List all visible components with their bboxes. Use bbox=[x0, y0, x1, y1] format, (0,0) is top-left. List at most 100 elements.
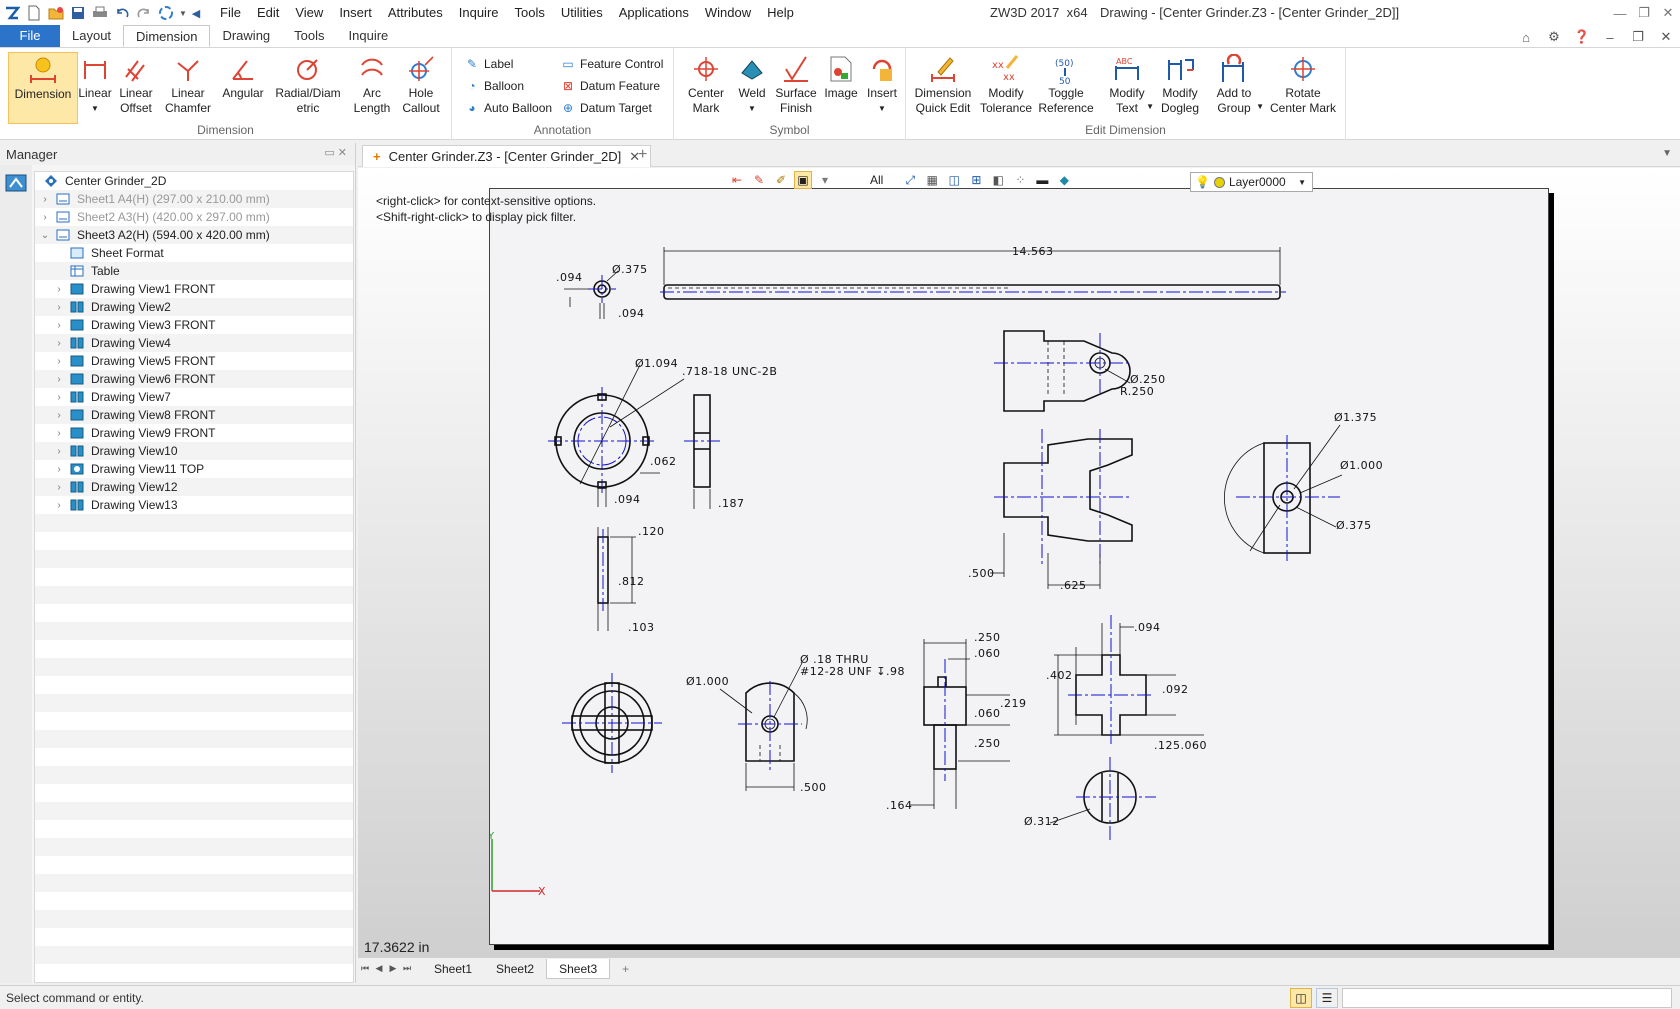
linear-offset-button[interactable]: Linear Offset bbox=[116, 52, 156, 116]
maximize-button[interactable]: ❐ bbox=[1638, 5, 1650, 20]
menu-applications[interactable]: Applications bbox=[618, 5, 689, 20]
drawing-sheet[interactable]: .g { stroke:#111; stroke-width:1.6; fill… bbox=[489, 188, 1549, 945]
menu-edit[interactable]: Edit bbox=[256, 5, 280, 20]
dim-164[interactable]: .164 bbox=[886, 799, 913, 812]
expand-arrow-icon[interactable]: › bbox=[57, 481, 61, 493]
yoke-top-view[interactable]: Ø.250 R.250 bbox=[994, 330, 1166, 412]
dim-812[interactable]: .812 bbox=[618, 575, 645, 588]
dim-dia-375[interactable]: Ø.375 bbox=[612, 263, 648, 276]
dim-625[interactable]: .625 bbox=[1060, 579, 1087, 592]
tree-item[interactable]: ›Sheet1 A4(H) (297.00 x 210.00 mm) bbox=[35, 190, 353, 208]
add-sheet-icon[interactable]: + bbox=[622, 961, 630, 976]
dim-094-cross[interactable]: .094 bbox=[1134, 621, 1161, 634]
dim-14563[interactable]: 14.563 bbox=[1012, 245, 1054, 258]
app-logo-icon[interactable] bbox=[2, 3, 22, 23]
dim-500-yoke[interactable]: .500 bbox=[968, 567, 995, 580]
dim-thru-hole[interactable]: Ø .18 THRU bbox=[800, 653, 869, 666]
assembly-manager-icon[interactable] bbox=[4, 171, 28, 195]
pick-filter-value[interactable]: All bbox=[870, 173, 884, 187]
dim-219[interactable]: .219 bbox=[1000, 697, 1027, 710]
tree-item[interactable]: ›Drawing View13 bbox=[35, 496, 353, 514]
collapse-arrow-icon[interactable]: ⌄ bbox=[40, 229, 50, 241]
key-view[interactable]: .120 .812 .103 bbox=[597, 525, 665, 634]
print-icon[interactable] bbox=[90, 3, 110, 23]
dim-r250[interactable]: R.250 bbox=[1120, 385, 1154, 398]
label-button[interactable]: ✎Label bbox=[464, 54, 513, 74]
arc-length-button[interactable]: Arc Length bbox=[350, 52, 394, 116]
tree-item[interactable]: ›Drawing View2 bbox=[35, 298, 353, 316]
minimize-button[interactable]: — bbox=[1613, 5, 1627, 21]
tree-item[interactable]: ›Drawing View10 bbox=[35, 442, 353, 460]
undo-icon[interactable] bbox=[112, 3, 132, 23]
collapse-ribbon-icon[interactable]: ⌂ bbox=[1522, 29, 1530, 45]
radial-diametric-button[interactable]: Radial/Diam etric bbox=[272, 52, 344, 116]
dim-dia-1000-yoke[interactable]: Ø1.000 bbox=[1340, 459, 1383, 472]
dim-094-bottom[interactable]: .094 bbox=[618, 307, 645, 320]
pencil-icon[interactable]: ✎ bbox=[753, 173, 765, 187]
expand-arrow-icon[interactable]: › bbox=[57, 409, 61, 421]
new-tab-icon[interactable]: + bbox=[638, 146, 648, 163]
expand-arrow-icon[interactable]: › bbox=[57, 337, 61, 349]
last-sheet-icon[interactable]: ⏭ bbox=[402, 963, 412, 973]
grid-icon[interactable]: ▦ bbox=[926, 173, 939, 187]
doc-minimize-icon[interactable]: – bbox=[1606, 29, 1614, 45]
prev-sheet-icon[interactable]: ◀ bbox=[375, 963, 383, 973]
nut-side-view[interactable]: .187 bbox=[684, 394, 745, 510]
dimension-button[interactable]: Dimension bbox=[8, 52, 78, 124]
layer-manager-icon[interactable]: ◆ bbox=[1059, 173, 1069, 187]
sheet-tab-sheet1[interactable]: Sheet1 bbox=[434, 961, 473, 976]
menu-help[interactable]: Help bbox=[767, 5, 794, 20]
tree-item[interactable]: ›Sheet2 A3(H) (420.00 x 297.00 mm) bbox=[35, 208, 353, 226]
filter-icon[interactable]: ▾ bbox=[821, 173, 829, 187]
expand-arrow-icon[interactable]: › bbox=[57, 463, 61, 475]
expand-arrow-icon[interactable]: › bbox=[57, 427, 61, 439]
expand-arrow-icon[interactable]: › bbox=[57, 445, 61, 457]
save-icon[interactable] bbox=[68, 3, 88, 23]
tree-root[interactable]: Center Grinder_2D bbox=[35, 172, 353, 190]
tab-file[interactable]: File bbox=[0, 25, 60, 47]
dim-060-pin[interactable]: .060 bbox=[974, 647, 1001, 660]
modify-dogleg-button[interactable]: Modify Dogleg bbox=[1156, 52, 1204, 116]
balloon-button[interactable]: ◔Balloon bbox=[464, 76, 524, 96]
line-color-icon[interactable]: ▬ bbox=[1036, 173, 1049, 187]
tree-item[interactable]: ›Drawing View3 FRONT bbox=[35, 316, 353, 334]
tree-item[interactable]: Sheet Format bbox=[35, 244, 353, 262]
expand-arrow-icon[interactable]: › bbox=[57, 301, 61, 313]
help-icon[interactable]: ❓ bbox=[1573, 29, 1591, 44]
surface-finish-button[interactable]: Surface Finish bbox=[774, 52, 818, 116]
open-file-icon[interactable] bbox=[46, 3, 66, 23]
qat-dropdown-icon[interactable]: ▼ bbox=[179, 8, 187, 18]
sheet-tab-sheet3[interactable]: Sheet3 bbox=[546, 958, 611, 979]
dim-250-pin[interactable]: .250 bbox=[974, 631, 1001, 644]
expand-arrow-icon[interactable]: › bbox=[57, 373, 61, 385]
command-input[interactable] bbox=[1342, 988, 1672, 1008]
tree-item[interactable]: ›Drawing View8 FRONT bbox=[35, 406, 353, 424]
layer-dropdown[interactable]: 💡 Layer0000 ▼ bbox=[1190, 172, 1313, 192]
expand-arrow-icon[interactable]: › bbox=[43, 211, 47, 223]
linear-chamfer-button[interactable]: Linear Chamfer bbox=[162, 52, 214, 116]
dim-402[interactable]: .402 bbox=[1046, 669, 1073, 682]
hole-callout-button[interactable]: Hole Callout bbox=[398, 52, 444, 116]
tab-layout[interactable]: Layout bbox=[72, 28, 112, 43]
slotted-nut-view[interactable]: Ø1.094 .718-18 UNC-2B .062 .094 bbox=[548, 357, 777, 507]
tree-item[interactable]: ›Drawing View11 TOP bbox=[35, 460, 353, 478]
shade-icon[interactable]: ◧ bbox=[992, 173, 1005, 187]
tree-item[interactable]: ›Drawing View12 bbox=[35, 478, 353, 496]
dim-250-pin-b[interactable]: .250 bbox=[974, 737, 1001, 750]
datum-target-button[interactable]: ⊕Datum Target bbox=[560, 98, 652, 118]
collar-view[interactable]: Ø1.000 Ø .18 THRU #12-28 UNF ↧.98 .500 bbox=[686, 653, 905, 794]
datum-feature-button[interactable]: ⊠Datum Feature bbox=[560, 76, 660, 96]
dim-094-nut[interactable]: .094 bbox=[614, 493, 641, 506]
snap-icon[interactable]: ⤢ bbox=[905, 172, 916, 187]
center-mark-button[interactable]: Center Mark bbox=[684, 52, 728, 116]
new-file-icon[interactable] bbox=[24, 3, 44, 23]
manager-panel-controls[interactable]: ▭ ✕ bbox=[324, 147, 347, 159]
dim-dia-1000-collar[interactable]: Ø1.000 bbox=[686, 675, 729, 688]
doc-tab-center-grinder[interactable]: + Center Grinder.Z3 - [Center Grinder_2D… bbox=[362, 145, 652, 167]
insert-symbol-button[interactable]: Insert ▼ bbox=[864, 52, 900, 116]
dim-thread-unc[interactable]: .718-18 UNC-2B bbox=[682, 365, 777, 378]
expand-arrow-icon[interactable]: › bbox=[57, 499, 61, 511]
tab-inquire[interactable]: Inquire bbox=[348, 28, 389, 43]
fit-icon[interactable]: ⊞ bbox=[971, 173, 982, 187]
